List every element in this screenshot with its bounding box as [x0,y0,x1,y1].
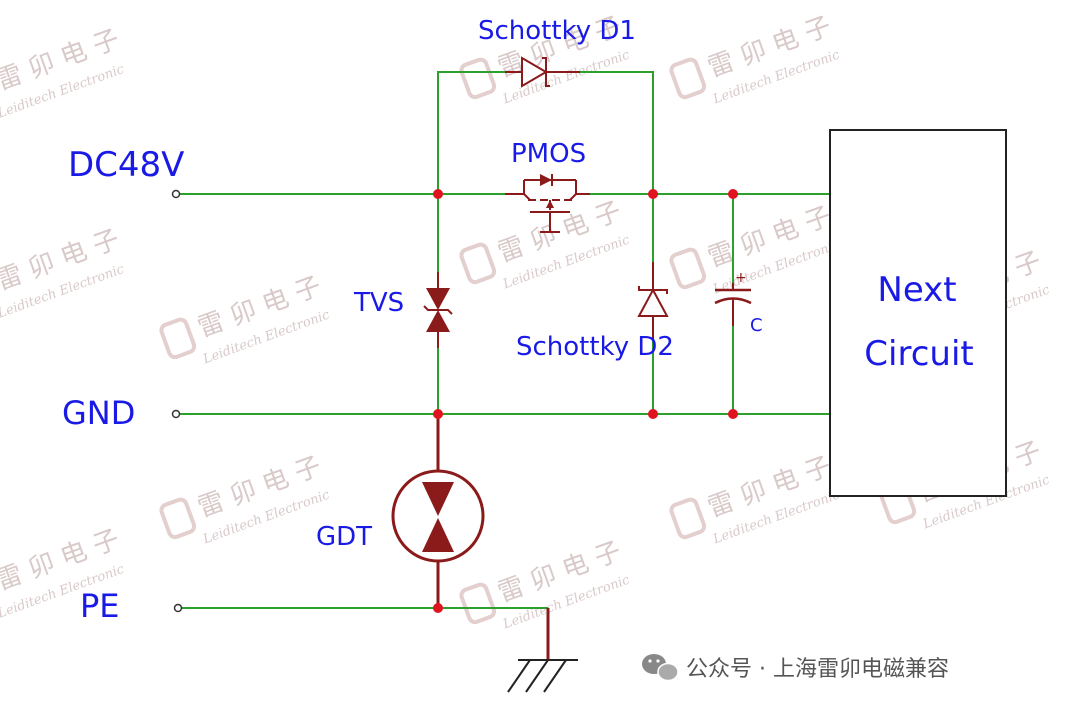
next-circuit-label-line1: Next [877,270,956,310]
gdt-tube [391,469,485,563]
wechat-icon [642,654,679,682]
schottky-d2 [637,262,669,340]
footer-text: 公众号 · 上海雷卯电磁兼容 [686,657,949,682]
footer: 公众号 · 上海雷卯电磁兼容 [642,654,949,682]
junction-dot [433,409,443,419]
capacitor: + [714,270,752,326]
capacitor-label: C [750,315,763,336]
schottky-d2-label: Schottky D2 [516,332,674,362]
junctions [433,189,738,613]
next-circuit-box [829,129,1007,497]
next-circuit-label-line2: Circuit [864,334,973,374]
terminals [171,189,183,613]
dc48v-label: DC48V [68,145,184,185]
tvs-label: TVS [353,288,404,318]
schottky-d1 [505,56,580,88]
junction-dot [433,603,443,613]
watermark: 雷 卯 电 子 Leiditech Electronic [0,224,127,322]
junction-dot [648,409,658,419]
d1-wire-right [580,71,654,194]
watermark: 雷 卯 电 子 Leiditech Electronic [669,11,842,108]
schottky-d1-label: Schottky D1 [478,16,636,46]
gnd-label: GND [62,394,135,432]
gdt-label: GDT [316,522,372,552]
tvs-diode [423,272,453,348]
pmos-transistor [505,174,590,233]
earth-ground-icon [507,659,578,693]
watermark: 雷 卯 电 子 Leiditech Electronic [159,271,332,368]
pmos-label: PMOS [511,139,586,169]
junction-dot [728,409,738,419]
dc48v-terminal [171,189,181,199]
watermark: 雷 卯 电 子 Leiditech Electronic [159,451,332,548]
capacitor-plus-sign: + [735,270,747,286]
junction-dot [648,189,658,199]
pe-label: PE [80,587,120,625]
watermark: 雷 卯 电 子 Leiditech Electronic [0,24,127,122]
component-leads [436,414,550,660]
watermark: 雷 卯 电 子 Leiditech Electronic [459,536,632,633]
watermark: 雷 卯 电 子 Leiditech Electronic [669,201,842,298]
junction-dot [728,189,738,199]
junction-dot [433,189,443,199]
gnd-terminal [171,409,181,419]
d1-wire-left [437,71,505,194]
pe-terminal [173,603,183,613]
watermark: 雷 卯 电 子 Leiditech Electronic [669,451,842,548]
